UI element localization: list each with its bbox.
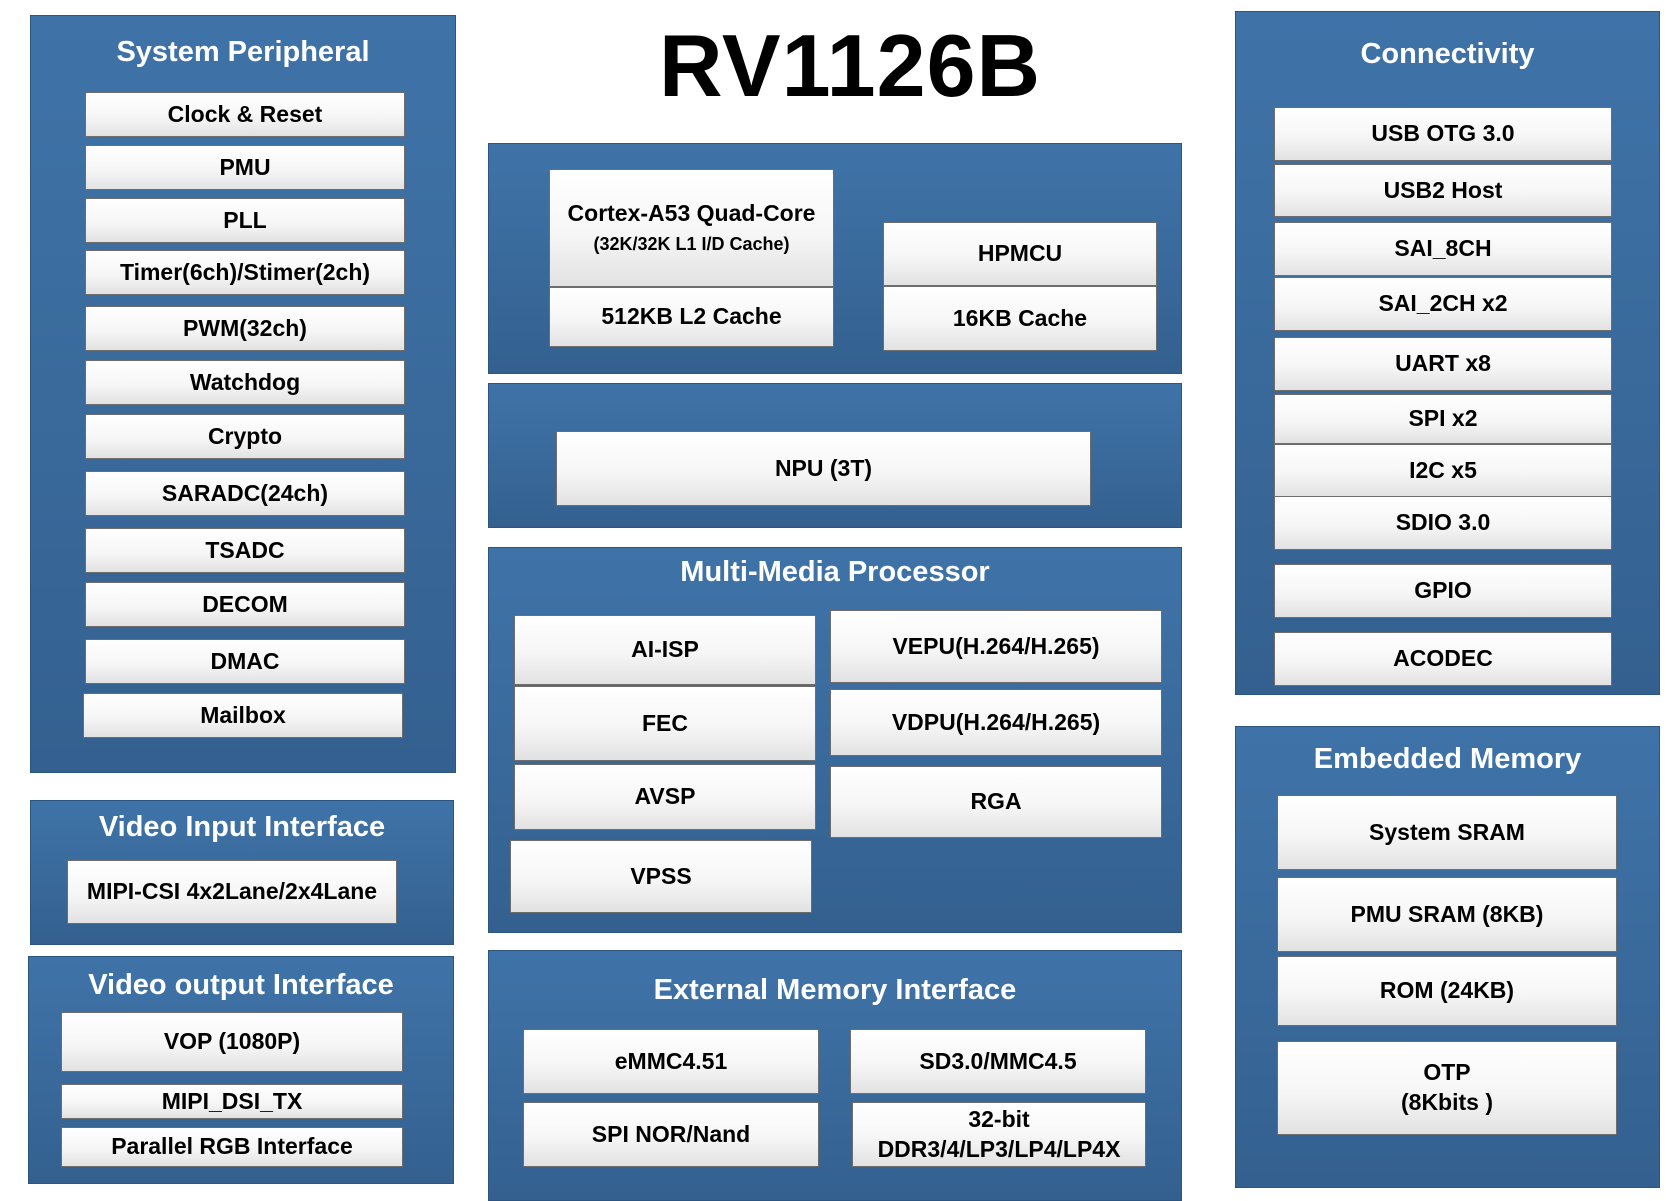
- rom-block: ROM (24KB): [1277, 956, 1617, 1026]
- ai-isp-block: AI-ISP: [514, 615, 816, 685]
- npu-panel: NPU (3T): [488, 383, 1182, 528]
- system-sram-block: System SRAM: [1277, 795, 1617, 870]
- i2c-block: I2C x5: [1274, 444, 1612, 497]
- embedded-memory-title: Embedded Memory: [1313, 743, 1582, 775]
- otp-block: OTP (8Kbits ): [1277, 1041, 1617, 1135]
- cortex-a53-l1-cache: (32K/32K L1 I/D Cache): [593, 234, 790, 255]
- pmu-sram-block: PMU SRAM (8KB): [1277, 877, 1617, 952]
- pll-block: PLL: [85, 198, 405, 243]
- gpio-block: GPIO: [1274, 564, 1612, 618]
- hpmcu-cache-block: 16KB Cache: [883, 286, 1157, 351]
- decom-block: DECOM: [85, 582, 405, 627]
- otp-name: OTP: [1423, 1059, 1471, 1086]
- watchdog-block: Watchdog: [85, 360, 405, 405]
- vop-block: VOP (1080P): [61, 1012, 403, 1072]
- system-peripheral-panel: System Peripheral Clock & Reset PMU PLL …: [30, 15, 456, 773]
- timer-block: Timer(6ch)/Stimer(2ch): [85, 250, 405, 295]
- sai-8ch-block: SAI_8CH: [1274, 222, 1612, 276]
- mipi-dsi-tx-block: MIPI_DSI_TX: [61, 1084, 403, 1119]
- vdpu-block: VDPU(H.264/H.265): [830, 689, 1162, 756]
- cortex-a53-block: Cortex-A53 Quad-Core (32K/32K L1 I/D Cac…: [549, 169, 834, 287]
- acodec-block: ACODEC: [1274, 632, 1612, 686]
- crypto-block: Crypto: [85, 414, 405, 459]
- spi-nor-nand-block: SPI NOR/Nand: [523, 1102, 819, 1167]
- avsp-block: AVSP: [514, 764, 816, 830]
- clock-reset-block: Clock & Reset: [85, 92, 405, 137]
- emmc-block: eMMC4.51: [523, 1029, 819, 1094]
- system-peripheral-title: System Peripheral: [116, 36, 370, 68]
- external-memory-panel: External Memory Interface eMMC4.51 SD3.0…: [488, 950, 1182, 1201]
- chip-title: RV1126B: [658, 16, 1042, 115]
- sdio-block: SDIO 3.0: [1274, 496, 1612, 550]
- npu-block: NPU (3T): [556, 431, 1091, 506]
- ddr-width: 32-bit: [968, 1105, 1030, 1132]
- dmac-block: DMAC: [85, 639, 405, 684]
- usb2-host-block: USB2 Host: [1274, 164, 1612, 217]
- connectivity-panel: Connectivity USB OTG 3.0 USB2 Host SAI_8…: [1235, 11, 1660, 695]
- multimedia-panel: Multi-Media Processor AI-ISP VEPU(H.264/…: [488, 547, 1182, 933]
- usb-otg-block: USB OTG 3.0: [1274, 107, 1612, 161]
- hpmcu-block: HPMCU: [883, 222, 1157, 286]
- l2-cache-block: 512KB L2 Cache: [549, 287, 834, 347]
- pwm-block: PWM(32ch): [85, 306, 405, 351]
- sai-2ch-block: SAI_2CH x2: [1274, 277, 1612, 331]
- video-output-panel: Video output Interface VOP (1080P) MIPI_…: [28, 956, 454, 1184]
- spi-block: SPI x2: [1274, 394, 1612, 444]
- otp-size: (8Kbits ): [1401, 1089, 1493, 1115]
- multimedia-title: Multi-Media Processor: [680, 556, 990, 588]
- pmu-block: PMU: [85, 145, 405, 190]
- video-input-panel: Video Input Interface MIPI-CSI 4x2Lane/2…: [30, 800, 454, 945]
- fec-block: FEC: [514, 686, 816, 761]
- cpu-panel: Cortex-A53 Quad-Core (32K/32K L1 I/D Cac…: [488, 143, 1182, 374]
- parallel-rgb-block: Parallel RGB Interface: [61, 1127, 403, 1167]
- mailbox-block: Mailbox: [83, 693, 403, 738]
- tsadc-block: TSADC: [85, 528, 405, 573]
- saradc-block: SARADC(24ch): [85, 471, 405, 516]
- video-output-title: Video output Interface: [88, 969, 394, 1001]
- embedded-memory-panel: Embedded Memory System SRAM PMU SRAM (8K…: [1235, 726, 1660, 1188]
- ddr-block: 32-bit DDR3/4/LP3/LP4/LP4X: [852, 1102, 1146, 1167]
- external-memory-title: External Memory Interface: [653, 974, 1017, 1006]
- ddr-types: DDR3/4/LP3/LP4/LP4X: [877, 1135, 1121, 1162]
- cortex-a53-name: Cortex-A53 Quad-Core: [567, 200, 816, 227]
- mipi-csi-block: MIPI-CSI 4x2Lane/2x4Lane: [67, 860, 397, 924]
- rga-block: RGA: [830, 766, 1162, 838]
- connectivity-title: Connectivity: [1360, 38, 1535, 70]
- uart-block: UART x8: [1274, 337, 1612, 391]
- vpss-block: VPSS: [510, 840, 812, 913]
- video-input-title: Video Input Interface: [98, 811, 386, 843]
- vepu-block: VEPU(H.264/H.265): [830, 610, 1162, 683]
- sd-mmc-block: SD3.0/MMC4.5: [850, 1029, 1146, 1094]
